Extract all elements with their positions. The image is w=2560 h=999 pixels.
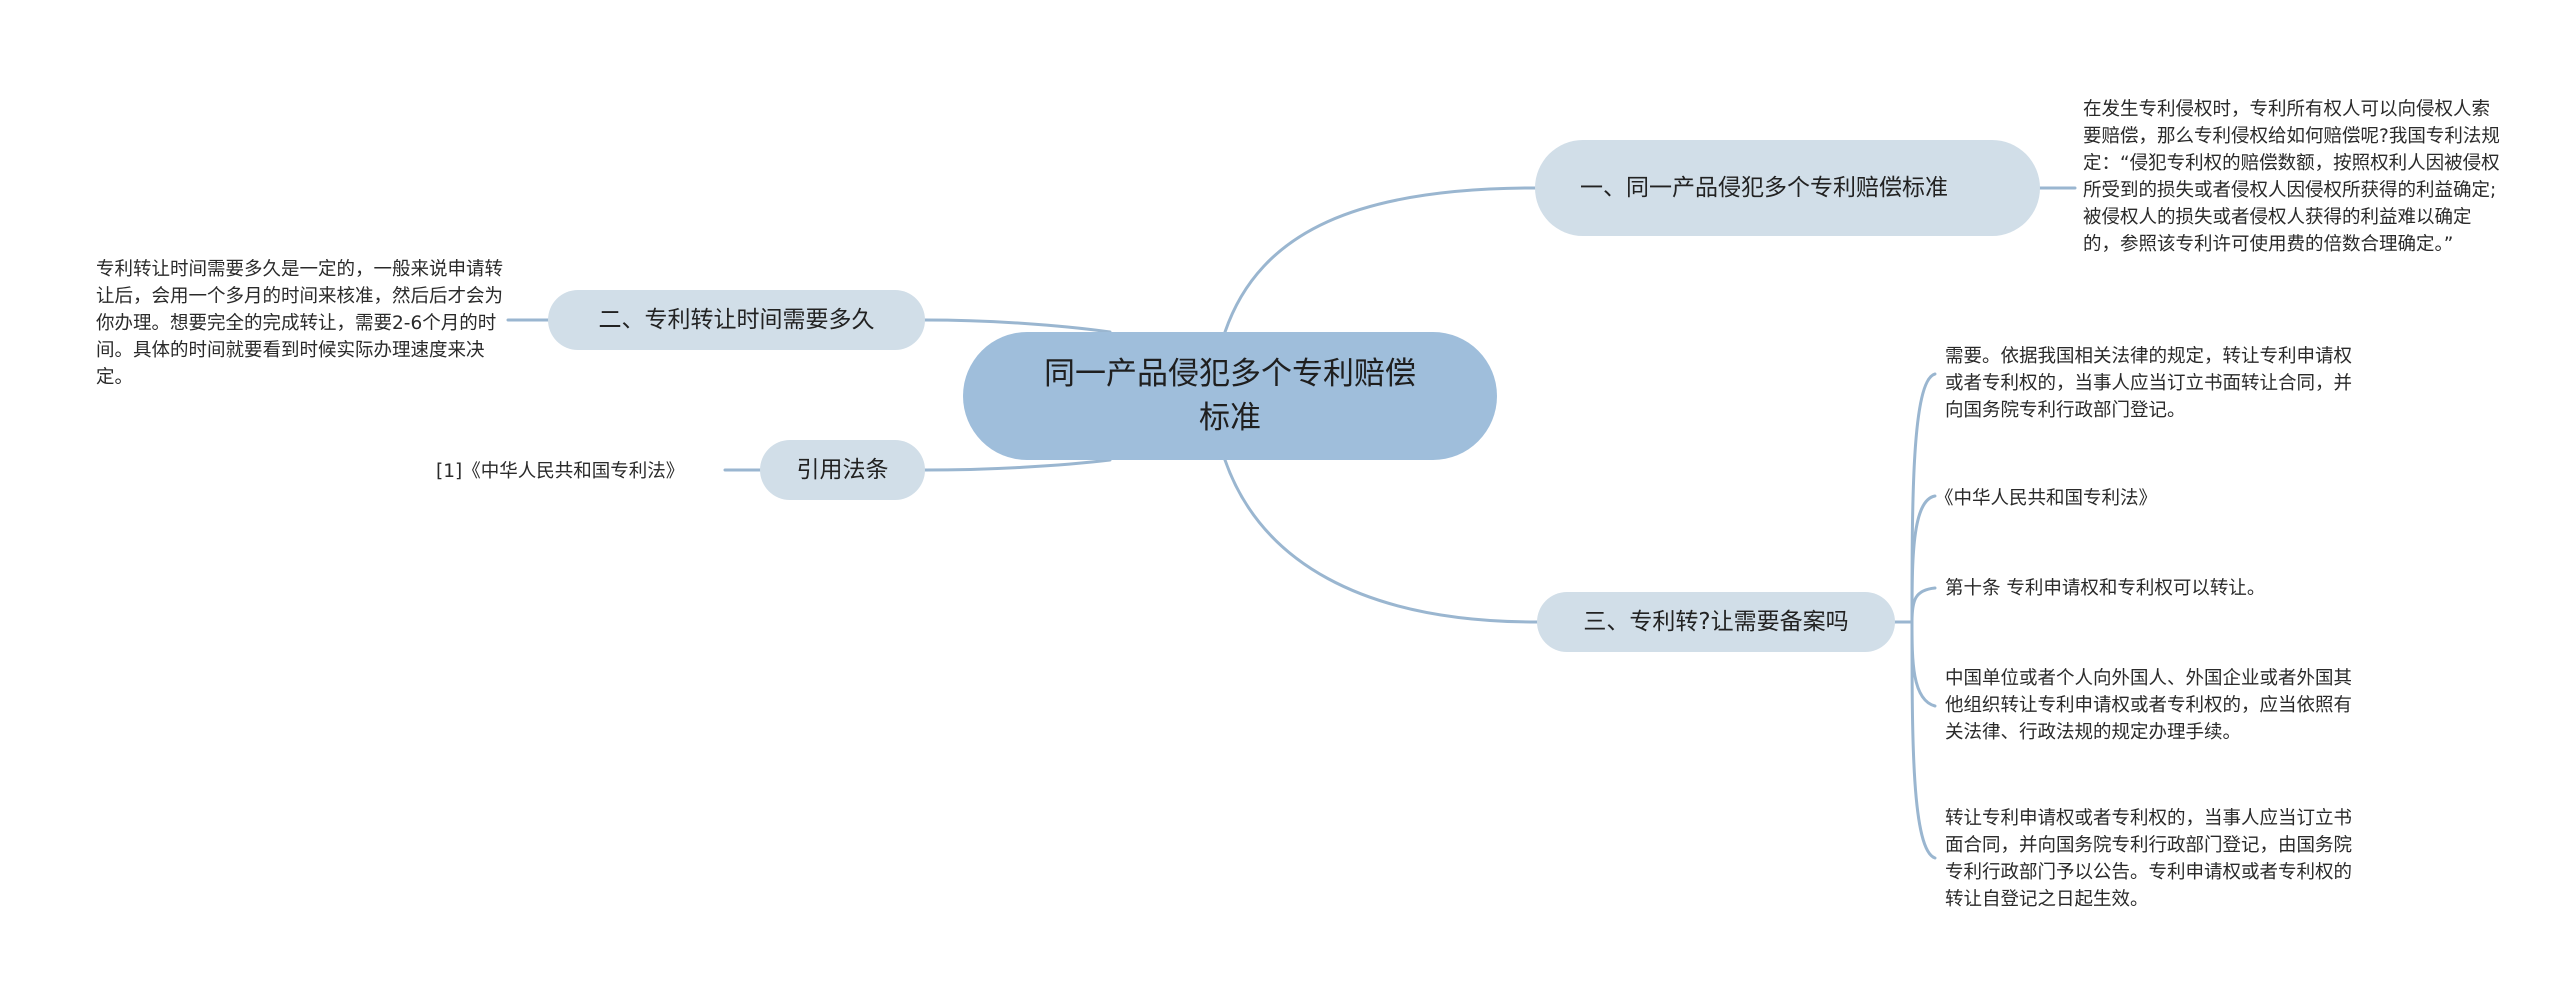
leaf-transfer-contract-clause: 转让专利申请权或者专利权的，当事人应当订立书面合同，并向国务院专利行政部门登记，… (1945, 808, 2353, 910)
leaf-cited-law-reference: [1]《中华人民共和国专利法》 (436, 461, 685, 482)
leaf-transfer-duration-explanation: 专利转让时间需要多久是一定的，一般来说申请转让后，会用一个多月的时间来核准，然后… (96, 259, 504, 388)
connector-b4-leaf-4 (1910, 620, 1937, 860)
branch-node-label: 引用法条 (796, 457, 889, 483)
branch-node-label: 三、专利转?让需要备案吗 (1583, 609, 1849, 635)
connector-b4-leaf-3 (1910, 620, 1937, 708)
branch-node-compensation-standard[interactable]: 一、同一产品侵犯多个专利赔偿标准 (1535, 140, 2040, 236)
leaf-foreign-transfer-clause: 中国单位或者个人向外国人、外国企业或者外国其他组织转让专利申请权或者专利权的，应… (1945, 668, 2353, 743)
branch-node-transfer-registration[interactable]: 三、专利转?让需要备案吗 (1537, 592, 1895, 652)
branch-node-transfer-duration[interactable]: 二、专利转让时间需要多久 (548, 290, 925, 350)
connector-b4-leaf-2 (1910, 586, 1937, 624)
connector-b4-leaf-1 (1910, 494, 1937, 624)
leaf-article-ten: 第十条 专利申请权和专利权可以转让。 (1945, 578, 2266, 599)
leaf-patent-law-title: 《中华人民共和国专利法》 (1935, 488, 2158, 509)
connector-root-b2 (923, 318, 1112, 334)
branch-node-label: 二、专利转让时间需要多久 (598, 307, 875, 333)
root-node[interactable]: 同一产品侵犯多个专利赔偿标准 (963, 332, 1497, 460)
connector-root-b3 (923, 458, 1112, 472)
branch-node-cited-laws[interactable]: 引用法条 (760, 440, 925, 500)
root-node-label: 同一产品侵犯多个专利赔偿标准 (1044, 356, 1416, 436)
leaf-registration-answer: 需要。依据我国相关法律的规定，转让专利申请权或者专利权的，当事人应当订立书面转让… (1945, 346, 2353, 421)
connector-b4-leaf-0 (1910, 372, 1937, 624)
leaf-compensation-explanation: 在发生专利侵权时，专利所有权人可以向侵权人索要赔偿，那么专利侵权给如何赔偿呢?我… (2083, 99, 2500, 255)
connector-root-b4 (1223, 458, 1539, 624)
branch-node-label: 一、同一产品侵犯多个专利赔偿标准 (1580, 175, 1948, 201)
connector-root-b1 (1223, 186, 1537, 334)
